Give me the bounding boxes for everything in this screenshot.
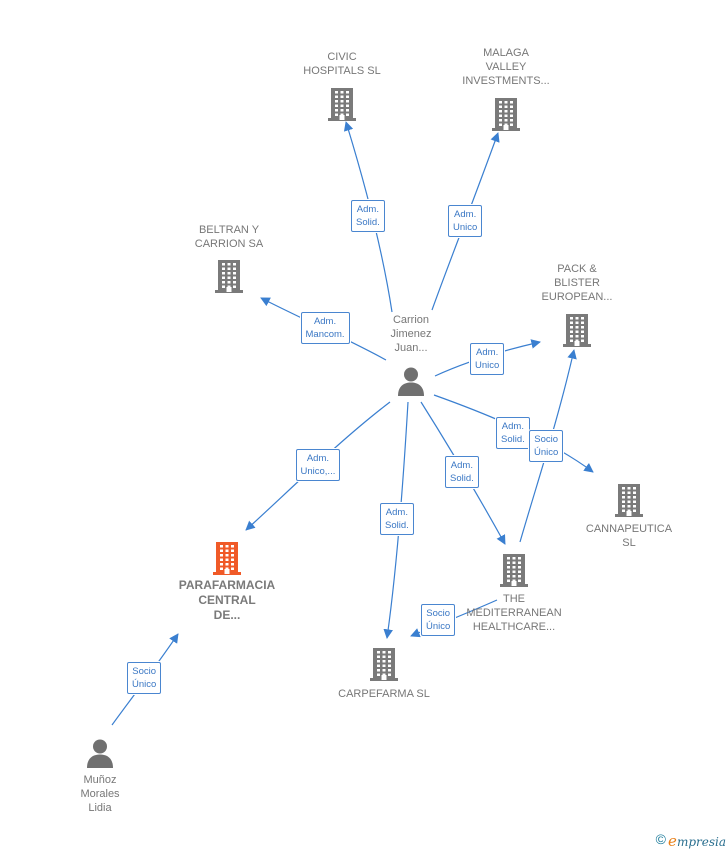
node-label[interactable]: CARPEFARMA SL — [338, 688, 430, 700]
person-icon[interactable] — [396, 366, 426, 401]
node-label[interactable]: CANNAPEUTICA SL — [585, 523, 673, 549]
node-label[interactable]: CIVIC HOSPITALS SL — [303, 51, 381, 77]
person-icon[interactable] — [85, 738, 115, 773]
edge-label-carrion-malaga[interactable]: Adm. Unico — [448, 205, 483, 237]
building-icon[interactable] — [326, 86, 358, 127]
brand-logo[interactable]: empresia — [668, 832, 726, 850]
edge-label-mediterranean-carpefarma[interactable]: Socio Único — [421, 604, 456, 636]
edge-label-carrion-cannapeutica[interactable]: Adm. Solid. — [496, 417, 530, 449]
building-icon[interactable] — [211, 540, 243, 581]
edge-label-carrion-pack[interactable]: Adm. Unico — [470, 343, 505, 375]
node-label[interactable]: MALAGA VALLEY INVESTMENTS... — [462, 47, 550, 87]
node-label[interactable]: PARAFARMACIA CENTRAL DE... — [178, 578, 276, 622]
edge-label-carrion-mediterranean[interactable]: Adm. Solid. — [445, 456, 479, 488]
footer-brand: © empresia — [638, 831, 728, 850]
edge-label-carrion-beltran[interactable]: Adm. Mancom. — [300, 312, 350, 344]
edge-label-carrion-parafarmacia[interactable]: Adm. Unico,... — [295, 449, 341, 481]
node-label[interactable]: Carrion Jimenez Juan... — [390, 314, 432, 354]
building-icon[interactable] — [213, 258, 245, 299]
copyright-icon: © — [655, 831, 666, 847]
building-icon[interactable] — [498, 552, 530, 593]
building-icon[interactable] — [613, 482, 645, 523]
node-label[interactable]: THE MEDITERRANEAN HEALTHCARE... — [466, 593, 562, 633]
building-icon[interactable] — [561, 312, 593, 353]
node-label[interactable]: BELTRAN Y CARRION SA — [194, 224, 264, 250]
edge-label-carrion-civic[interactable]: Adm. Solid. — [351, 200, 385, 232]
edge-label-munoz-parafarmacia[interactable]: Socio Único — [127, 662, 162, 694]
node-label[interactable]: Muñoz Morales Lidia — [80, 774, 120, 814]
building-icon[interactable] — [490, 96, 522, 137]
edge-label-carrion-carpefarma[interactable]: Adm. Solid. — [380, 503, 414, 535]
node-label[interactable]: PACK & BLISTER EUROPEAN... — [541, 263, 613, 303]
edge-label-mediterranean-pack[interactable]: Socio Único — [529, 430, 564, 462]
building-icon[interactable] — [368, 646, 400, 687]
